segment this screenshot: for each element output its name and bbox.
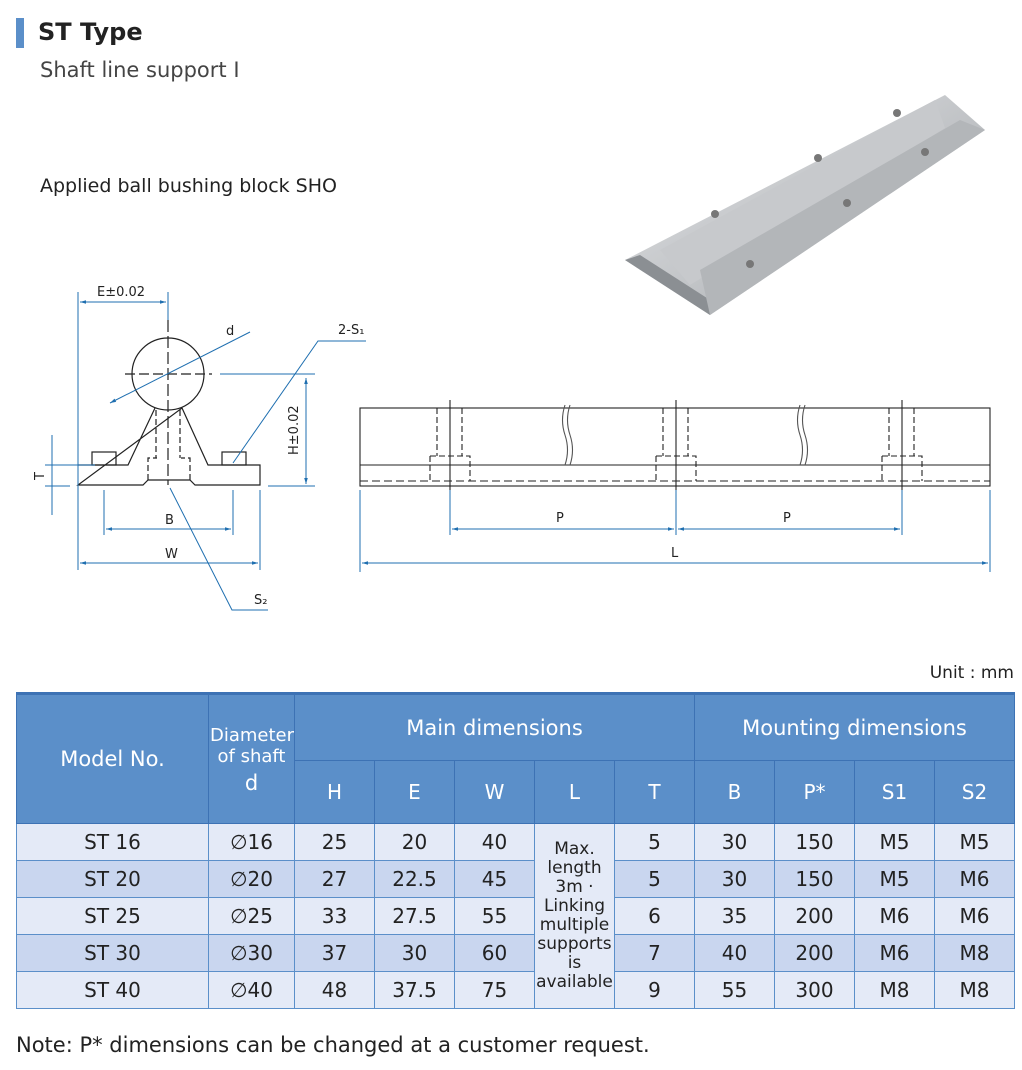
cell-t: 9 [614,971,695,1009]
footnote: Note: P* dimensions can be changed at a … [16,1033,650,1057]
header-model: Model No. [16,692,209,824]
page-title: ST Type [38,18,143,46]
header-e: E [374,760,455,824]
label-p1: P [556,511,564,526]
cell-p: 150 [774,860,855,898]
header-w: W [454,760,535,824]
cell-t: 6 [614,897,695,935]
cell-h: 48 [294,971,375,1009]
cell-e: 22.5 [374,860,455,898]
cell-model: ST 30 [16,934,209,972]
label-s2: S₂ [254,593,267,608]
cell-d: ∅25 [208,897,295,935]
page-subtitle: Shaft line support I [40,58,240,82]
cell-w: 60 [454,934,535,972]
cell-b: 40 [694,934,775,972]
header-s2: S2 [933,760,1016,824]
cell-d: ∅30 [208,934,295,972]
cell-p: 300 [774,971,855,1009]
cell-d: ∅20 [208,860,295,898]
cell-e: 37.5 [374,971,455,1009]
cell-b: 30 [694,823,775,861]
cell-model: ST 25 [16,897,209,935]
cell-w: 55 [454,897,535,935]
cell-s2: M8 [933,934,1016,972]
applied-block-text: Applied ball bushing block SHO [40,175,337,197]
cell-w: 40 [454,823,535,861]
header-s1: S1 [854,760,935,824]
header-t: T [614,760,695,824]
cell-e: 27.5 [374,897,455,935]
dimensions-table: Model No. Diameter of shaft d Main dimens… [16,692,1016,1009]
header-diameter-symbol: d [244,770,259,795]
label-d: d [226,324,234,339]
label-s1: 2-S₁ [338,323,364,338]
cell-e: 30 [374,934,455,972]
header-l: L [534,760,615,824]
header-p: P* [774,760,855,824]
unit-label: Unit : mm [929,663,1014,683]
header-mounting-dimensions: Mounting dimensions [693,692,1016,761]
header-diameter: Diameter of shaft d [208,692,295,824]
cell-s2: M5 [933,823,1016,861]
cell-s1: M5 [854,823,935,861]
cell-d: ∅16 [208,823,295,861]
cell-s2: M6 [933,897,1016,935]
header-diameter-label: Diameter of shaft [210,724,295,767]
header-b: B [694,760,775,824]
cell-b: 30 [694,860,775,898]
cell-s1: M6 [854,897,935,935]
cell-h: 37 [294,934,375,972]
cell-s2: M6 [933,860,1016,898]
cell-t: 5 [614,860,695,898]
label-p2: P [783,511,791,526]
cell-s1: M5 [854,860,935,898]
cell-model: ST 40 [16,971,209,1009]
cell-h: 25 [294,823,375,861]
cell-s1: M6 [854,934,935,972]
title-accent-bar [16,18,24,48]
side-view [76,320,261,486]
cell-d: ∅40 [208,971,295,1009]
cell-b: 35 [694,897,775,935]
label-b: B [165,513,174,528]
cell-s1: M8 [854,971,935,1009]
cell-p: 150 [774,823,855,861]
label-t: T [33,472,48,481]
cell-p: 200 [774,897,855,935]
cell-w: 45 [454,860,535,898]
header-main-dimensions: Main dimensions [294,692,695,761]
cell-w: 75 [454,971,535,1009]
front-view [359,400,991,490]
technical-drawing: E±0.02 d 2-S₁ H±0.02 T B W S₂ P P L [33,95,991,611]
product-photo [625,95,985,315]
cell-b: 55 [694,971,775,1009]
cell-s2: M8 [933,971,1016,1009]
dimension-lines [45,292,991,611]
label-e: E±0.02 [97,285,145,300]
cell-l-note: Max. length 3m · Linking multiple suppor… [534,823,615,1009]
cell-model: ST 20 [16,860,209,898]
cell-h: 33 [294,897,375,935]
header-h: H [294,760,375,824]
cell-h: 27 [294,860,375,898]
label-h: H±0.02 [287,405,302,455]
cell-t: 7 [614,934,695,972]
cell-e: 20 [374,823,455,861]
cell-p: 200 [774,934,855,972]
label-l: L [671,546,679,561]
cell-model: ST 16 [16,823,209,861]
label-w: W [165,547,178,562]
cell-t: 5 [614,823,695,861]
